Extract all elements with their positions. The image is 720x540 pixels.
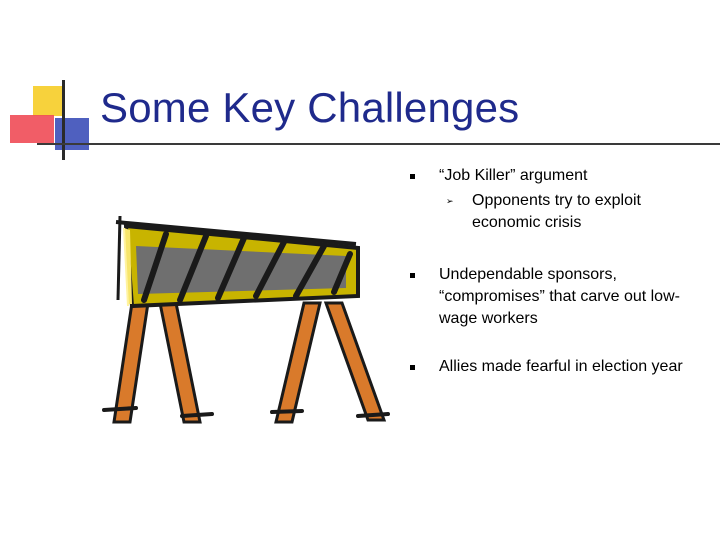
slide-title: Some Key Challenges bbox=[100, 84, 520, 131]
arrow-bullet-icon: ➢ bbox=[446, 196, 454, 206]
bullet-list: “Job Killer” argument ➢ Opponents try to… bbox=[400, 160, 700, 378]
bullet-text: “Job Killer” argument bbox=[439, 167, 588, 184]
bullet-text: Allies made fearful in election year bbox=[439, 358, 683, 375]
road-barricade-icon bbox=[102, 215, 390, 424]
sub-bullet-item: ➢ Opponents try to exploit economic cris… bbox=[439, 190, 700, 234]
bullet-item: Allies made fearful in election year bbox=[400, 356, 700, 378]
bullet-text: Undependable sponsors, “compromises” tha… bbox=[439, 266, 680, 327]
square-bullet-icon bbox=[410, 273, 415, 278]
square-bullet-icon bbox=[410, 174, 415, 179]
bullet-item: “Job Killer” argument ➢ Opponents try to… bbox=[400, 165, 700, 234]
square-bullet-icon bbox=[410, 365, 415, 370]
sub-bullet-text: Opponents try to exploit economic crisis bbox=[472, 192, 641, 231]
title-accent-decoration bbox=[10, 80, 720, 160]
bullet-item: Undependable sponsors, “compromises” tha… bbox=[400, 264, 700, 330]
